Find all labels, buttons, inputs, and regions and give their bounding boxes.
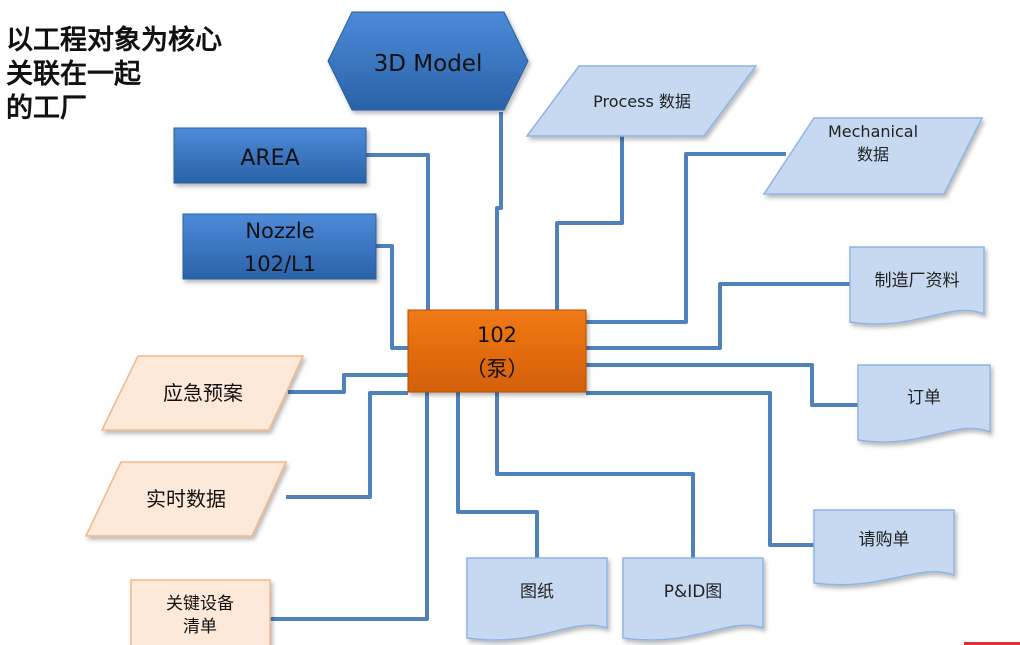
connector-area [366,153,430,310]
node-key-equipment-label-line-2: 清单 [183,617,217,637]
connector-emergency [288,373,408,394]
connector-purchase-request [586,391,814,547]
node-center-pump [407,309,587,393]
node-order-label: 订单 [907,388,941,408]
connector-mechanical [586,152,786,324]
node-drawing [466,557,608,641]
node-manufacturer [849,246,985,325]
connector-order [586,363,858,407]
node-3d-model [327,11,529,111]
node-nozzle-label-line-1: Nozzle [245,219,314,243]
slide-title-line-2: 关联在一起 [6,59,141,90]
node-realtime-label: 实时数据 [146,487,226,511]
slide-corner-accent [964,642,1020,645]
connector-key-equipment [270,392,429,621]
slide-title-line-3: 的工厂 [6,93,87,124]
node-pid-label: P&ID图 [664,582,723,602]
node-center-label-line-2: （泵） [466,357,529,381]
node-mechanical [762,117,984,195]
slide-title-line-1: 以工程对象为核心 [6,25,222,56]
connector-realtime [286,391,408,499]
connector-pid [495,392,695,558]
node-area-label: AREA [240,146,299,171]
connector-nozzle [376,244,408,350]
node-emergency-label: 应急预案 [163,381,243,405]
node-mechanical-label-line-1: Mechanical [828,122,918,141]
connector-drawing [456,392,539,558]
connector-manufacturer [586,282,850,350]
node-realtime [84,461,288,537]
node-pid [622,557,764,641]
node-3d-model-label: 3D Model [374,51,483,77]
node-order [857,364,991,443]
node-mechanical-label-line-2: 数据 [857,145,889,164]
connector-3d-model [495,112,503,310]
node-process-label: Process 数据 [593,92,691,111]
node-purchase-request-label: 请购单 [859,530,910,550]
node-key-equipment [130,579,271,645]
node-key-equipment-label-line-1: 关键设备 [166,594,234,614]
node-manufacturer-label: 制造厂资料 [875,271,960,291]
node-drawing-label: 图纸 [520,582,554,602]
node-nozzle-label-line-2: 102/L1 [244,252,316,276]
node-process [525,65,758,137]
node-area [173,127,367,184]
node-center-label-line-1: 102 [477,323,517,347]
connector-process [555,136,624,310]
node-emergency [100,355,305,431]
node-purchase-request [813,509,955,586]
node-nozzle [182,213,377,280]
